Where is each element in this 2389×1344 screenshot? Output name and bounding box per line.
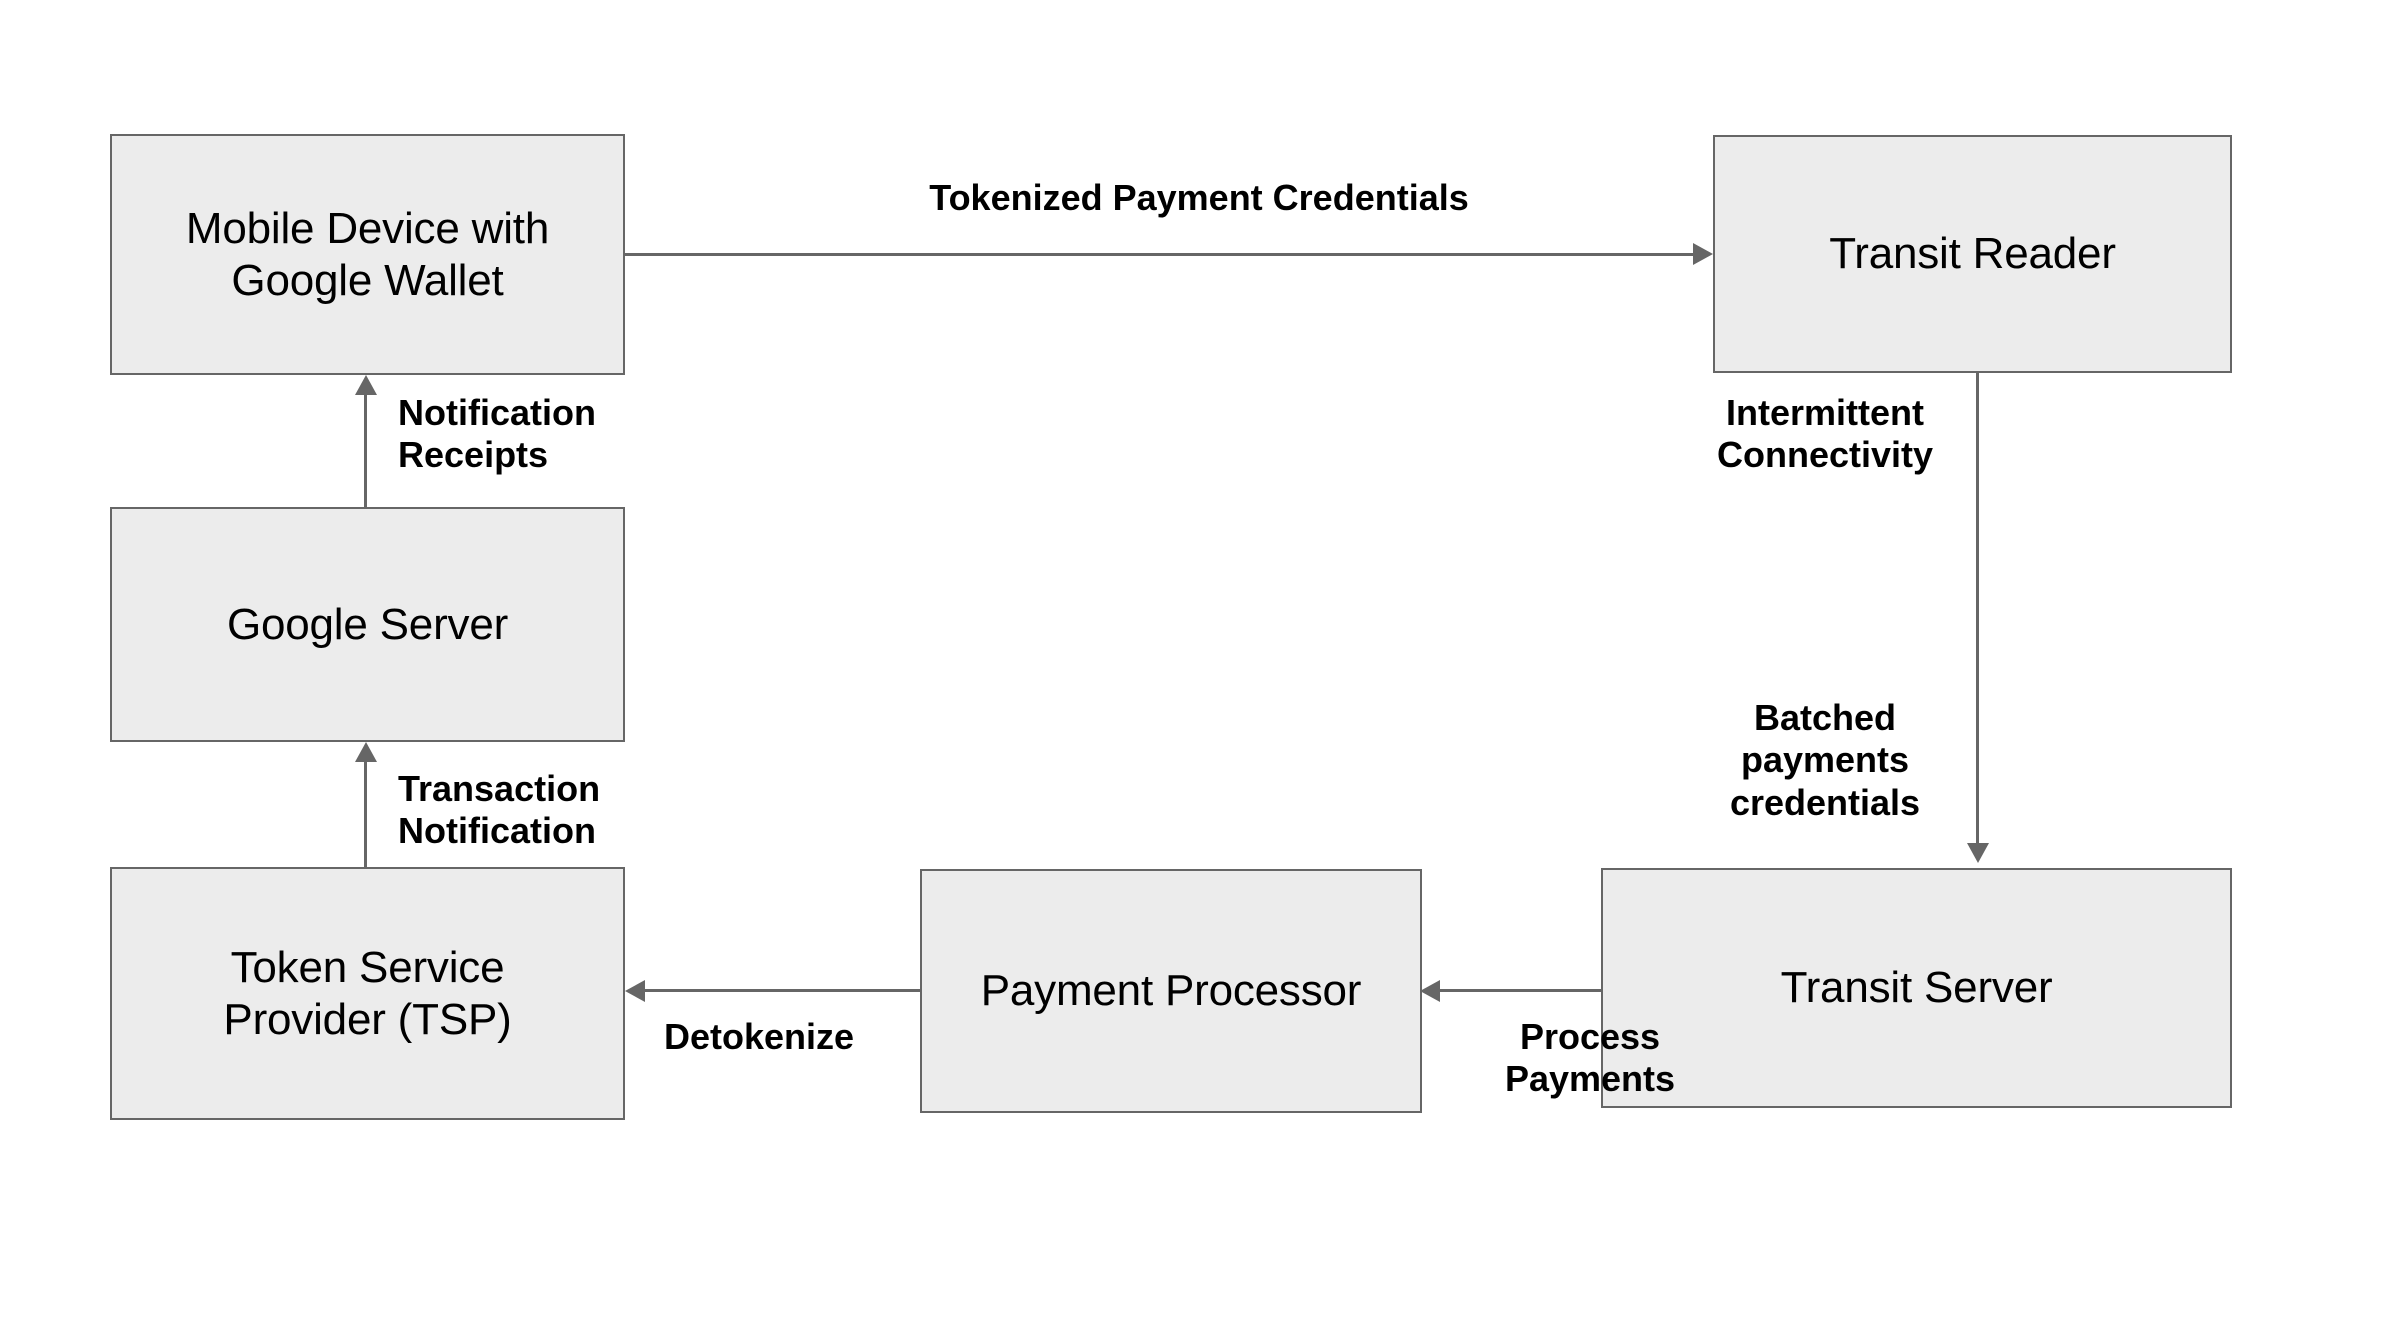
- node-transit-server[interactable]: Transit Server: [1601, 868, 2232, 1108]
- edge-google-to-mobile-line: [364, 395, 367, 509]
- node-transit-server-label: Transit Server: [1780, 963, 2053, 1013]
- edge-tsp-to-google-arrowhead: [355, 742, 377, 762]
- edge-label-transaction-notification: Transaction Notification: [398, 768, 601, 852]
- edge-payment-to-tsp-line: [645, 989, 922, 992]
- edge-reader-to-server-line: [1976, 373, 1979, 843]
- edge-label-process-payments: Process Payments: [1504, 1016, 1676, 1100]
- node-mobile-device[interactable]: Mobile Device with Google Wallet: [110, 134, 625, 375]
- edge-reader-to-server-arrowhead: [1967, 843, 1989, 863]
- edge-label-detokenize: Detokenize: [664, 1016, 855, 1057]
- edge-transit-server-to-payment-line: [1440, 989, 1603, 992]
- node-transit-reader-label: Transit Reader: [1829, 229, 2116, 279]
- edge-label-tokenized-payment-credentials: Tokenized Payment Credentials: [929, 177, 1469, 218]
- edge-label-intermittent-connectivity: Intermittent Connectivity: [1716, 392, 1934, 476]
- edge-tsp-to-google-line: [364, 762, 367, 869]
- node-payment-processor[interactable]: Payment Processor: [920, 869, 1422, 1113]
- edge-transit-server-to-payment-arrowhead: [1420, 980, 1440, 1002]
- node-token-service-provider-label: Token Service Provider (TSP): [223, 943, 512, 1044]
- node-google-server[interactable]: Google Server: [110, 507, 625, 742]
- node-mobile-device-label: Mobile Device with Google Wallet: [185, 204, 550, 305]
- edge-mobile-to-reader-arrowhead: [1693, 243, 1713, 265]
- node-payment-processor-label: Payment Processor: [980, 966, 1362, 1016]
- edge-payment-to-tsp-arrowhead: [625, 980, 645, 1002]
- edge-label-batched-payments-credentials: Batched payments credentials: [1729, 697, 1921, 823]
- edge-mobile-to-reader-line: [625, 253, 1695, 256]
- edge-google-to-mobile-arrowhead: [355, 375, 377, 395]
- node-google-server-label: Google Server: [226, 599, 509, 649]
- edge-label-notification-receipts: Notification Receipts: [398, 392, 596, 476]
- node-token-service-provider[interactable]: Token Service Provider (TSP): [110, 867, 625, 1120]
- node-transit-reader[interactable]: Transit Reader: [1713, 135, 2232, 373]
